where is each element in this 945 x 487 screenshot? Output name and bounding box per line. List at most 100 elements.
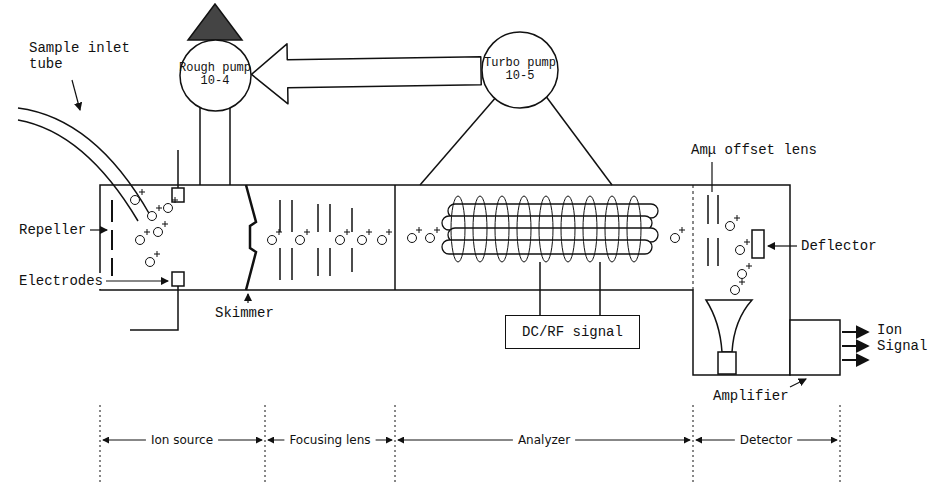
electrode (172, 272, 184, 286)
drawing-stroke (746, 263, 752, 269)
ion-symbol (671, 227, 686, 243)
signal-arrow (842, 345, 868, 347)
drawing-stroke (707, 195, 709, 224)
exhaust-arrow (188, 4, 242, 40)
rough-pump-port (229, 103, 231, 185)
part-label: Repeller (18, 222, 87, 238)
repeller-segment (111, 200, 113, 222)
drawing-stroke (317, 204, 319, 232)
leader-line (106, 280, 168, 281)
drawing-stroke (265, 405, 266, 482)
drawing-stroke (717, 238, 719, 266)
offset-lens (708, 195, 718, 266)
drawing-stroke (156, 205, 162, 211)
pump-circle: Turbo pump10-5 (481, 31, 559, 109)
drawing-stroke (148, 212, 157, 221)
drawing-stroke (744, 239, 750, 245)
ion-symbol (736, 239, 751, 255)
section-arrow (696, 440, 735, 441)
part-label: Deflector (800, 238, 878, 254)
part-label: Amμ offset lens (690, 142, 818, 158)
section-label: Ion source (150, 433, 214, 447)
drawing-stroke (539, 262, 541, 315)
ion-symbol (146, 251, 161, 267)
ion-symbol (408, 227, 423, 243)
drawing-stroke (291, 248, 293, 280)
rf-coil (451, 196, 641, 262)
drawing-stroke (139, 189, 145, 195)
focusing-lens (280, 200, 352, 280)
drawing-stroke (736, 246, 745, 255)
section-arrow (575, 440, 690, 441)
ion-symbol (731, 279, 746, 295)
drawing-stroke (144, 229, 150, 235)
drawing-stroke (739, 279, 745, 285)
coil-winding (539, 196, 553, 262)
section-label: Analyzer (517, 433, 571, 447)
drawing-stroke (162, 221, 168, 227)
drawing-stroke (599, 262, 601, 315)
drawing-stroke (395, 405, 396, 482)
drawing-stroke (434, 227, 440, 233)
drawing-stroke (378, 236, 387, 245)
node-text: Rough pump (179, 62, 251, 75)
signal-arrow (842, 331, 868, 333)
drawing-stroke (386, 229, 392, 235)
ion-symbol (726, 215, 741, 231)
leader-line (90, 229, 107, 230)
drawing-stroke (358, 236, 367, 245)
drawing-stroke (154, 251, 160, 257)
leader-line (790, 379, 806, 387)
drawing-stroke (100, 405, 101, 482)
drawing-stroke (279, 248, 281, 280)
drawing-stroke (344, 229, 350, 235)
vacuum-housing (100, 185, 790, 375)
coil-winding (583, 196, 597, 262)
part-label: Electrodes (18, 273, 104, 289)
drawing-stroke (351, 208, 353, 232)
drawing-stroke (296, 236, 305, 245)
drawing-stroke (416, 227, 422, 233)
ion-symbol (378, 229, 393, 245)
drawing-stroke (726, 222, 735, 231)
ion-symbol (148, 205, 163, 221)
turbo-pump-port (420, 96, 497, 185)
drawing-stroke (693, 405, 694, 482)
ion-symbol (296, 229, 311, 245)
drawing-stroke (679, 227, 685, 233)
section-arrow (376, 440, 392, 441)
drawing-stroke (336, 236, 345, 245)
drawing-stroke (731, 286, 740, 295)
skimmer-cone (246, 185, 256, 290)
node-text: DC/RF signal (522, 324, 623, 340)
node-text: 10-4 (201, 75, 230, 88)
instrument-housing (100, 185, 840, 375)
section-arrow (268, 440, 284, 441)
drawing-stroke (131, 196, 140, 205)
ion-symbol (336, 229, 351, 245)
section-label: Detector (739, 433, 793, 447)
node-text: 10-5 (506, 70, 535, 83)
drawing-stroke (317, 248, 319, 276)
ion-symbol (268, 229, 283, 245)
drawing-stroke (717, 195, 719, 224)
ion-symbol (131, 189, 146, 205)
electrodes (130, 150, 184, 330)
drawing-stroke (304, 229, 310, 235)
signal-box: DC/RF signal (505, 315, 640, 349)
drawing-stroke (707, 238, 709, 266)
drawing-stroke (840, 405, 841, 482)
coil-winding (517, 196, 531, 262)
turbo-pump-port (545, 95, 612, 185)
pump-lines (188, 4, 612, 185)
ion-symbols (131, 189, 753, 295)
drawing-stroke (366, 229, 372, 235)
ion-symbol (738, 263, 753, 279)
drawing-stroke (136, 236, 145, 245)
electron-multiplier (706, 300, 752, 374)
drawing-stroke (426, 234, 435, 243)
leader-line (72, 80, 80, 110)
analyzer-wall (394, 185, 396, 290)
coil-winding (627, 196, 641, 262)
drawing-stroke (279, 200, 281, 232)
